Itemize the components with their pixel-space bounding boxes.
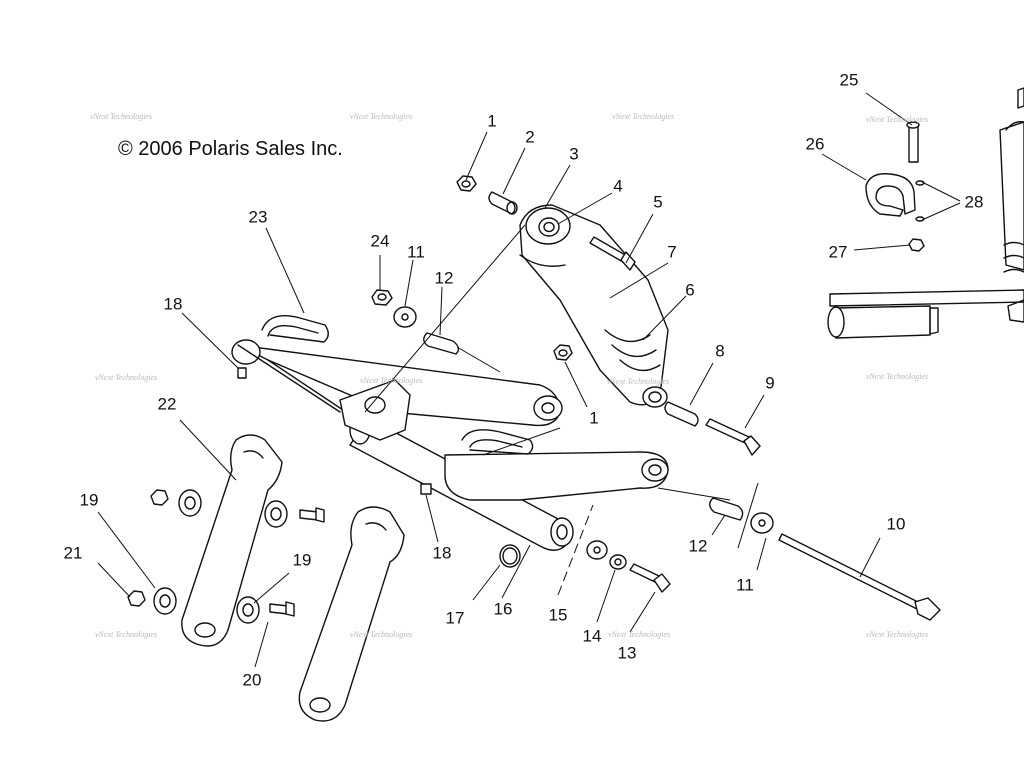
partial-tube-right: [827, 289, 1024, 339]
watermark-8: vNext Technologies: [866, 372, 929, 381]
bushing-19a: [178, 489, 202, 517]
callout-11-upper: 11: [407, 242, 425, 262]
callout-4: 4: [613, 176, 623, 196]
callout-8: 8: [715, 341, 725, 361]
copyright-notice: © 2006 Polaris Sales Inc.: [118, 138, 343, 160]
callout-23: 23: [248, 207, 268, 227]
nut-top: [456, 175, 477, 192]
callout-2: 2: [525, 127, 535, 147]
grease-fitting-18a: [237, 367, 247, 379]
callout-26: 26: [805, 134, 825, 154]
bushing-19c: [153, 587, 177, 615]
callout-20: 20: [242, 670, 262, 690]
callout-5: 5: [653, 192, 663, 212]
callout-3: 3: [569, 144, 579, 164]
link-arm-left: [181, 434, 283, 647]
bushing-19b: [264, 500, 288, 528]
washer-14: [609, 554, 627, 570]
washer-15: [586, 540, 608, 560]
bolt-13: [629, 563, 671, 593]
callout-19-right: 19: [292, 550, 312, 570]
callout-22: 22: [157, 394, 177, 414]
spacer-upper: [423, 332, 460, 355]
shock-absorber: [519, 204, 669, 408]
washers-28: [915, 180, 925, 222]
bushing-lower: [664, 401, 699, 427]
nut-21b: [127, 590, 146, 607]
watermark-9: vNext Technologies: [95, 630, 158, 639]
callout-13: 13: [617, 643, 637, 663]
nut-21a: [150, 489, 169, 506]
callout-21: 21: [63, 543, 83, 563]
grease-fitting-18b: [420, 483, 432, 495]
bushing-top: [488, 191, 518, 215]
callout-18-upper: 18: [163, 294, 183, 314]
callout-28: 28: [964, 192, 984, 212]
nut-27: [908, 238, 925, 252]
callout-1-top: 1: [487, 111, 497, 131]
callout-17: 17: [445, 608, 465, 628]
nut-24: [371, 289, 393, 306]
callout-10: 10: [886, 514, 906, 534]
watermark-5: vNext Technologies: [95, 373, 158, 382]
clamp-26: [865, 173, 916, 217]
o-ring: [499, 544, 521, 568]
callout-24: 24: [370, 231, 390, 251]
watermark-3: vNext Technologies: [612, 112, 675, 121]
watermark-2: vNext Technologies: [350, 112, 413, 121]
callout-1-lower: 1: [589, 408, 599, 428]
shock-bolt: [589, 236, 636, 271]
watermark-6: vNext Technologies: [360, 376, 423, 385]
callout-18-lower: 18: [432, 543, 452, 563]
washer-lower: [750, 512, 774, 534]
callout-7: 7: [667, 242, 677, 262]
callout-12-upper: 12: [434, 268, 454, 288]
watermark-12: vNext Technologies: [866, 630, 929, 639]
callout-27: 27: [828, 242, 848, 262]
callout-19-left: 19: [79, 490, 99, 510]
callout-25: 25: [839, 70, 859, 90]
watermark-7: vNext Technologies: [607, 377, 670, 386]
callout-15: 15: [548, 605, 568, 625]
callout-11-lower: 11: [736, 575, 754, 595]
watermark-1: vNext Technologies: [90, 112, 153, 121]
watermark-11: vNext Technologies: [608, 630, 671, 639]
link-arm-right: [298, 506, 405, 722]
callout-12-lower: 12: [688, 536, 708, 556]
lower-arm: [444, 429, 669, 501]
washer-upper: [393, 306, 417, 328]
partial-shock-right: [999, 87, 1024, 273]
spacer-lower: [709, 497, 744, 521]
lower-bolt: [705, 418, 761, 456]
watermark-10: vNext Technologies: [350, 630, 413, 639]
bolt-20a: [299, 507, 325, 523]
bolt-20b: [269, 601, 295, 617]
watermark-4: vNext Technologies: [866, 115, 929, 124]
long-bolt: [778, 533, 941, 621]
screw-25: [906, 121, 920, 163]
callout-9: 9: [765, 373, 775, 393]
callout-6: 6: [685, 280, 695, 300]
bushing-19d: [236, 596, 260, 624]
nut-lower: [553, 344, 573, 361]
callout-14: 14: [582, 626, 602, 646]
callout-16: 16: [493, 599, 513, 619]
